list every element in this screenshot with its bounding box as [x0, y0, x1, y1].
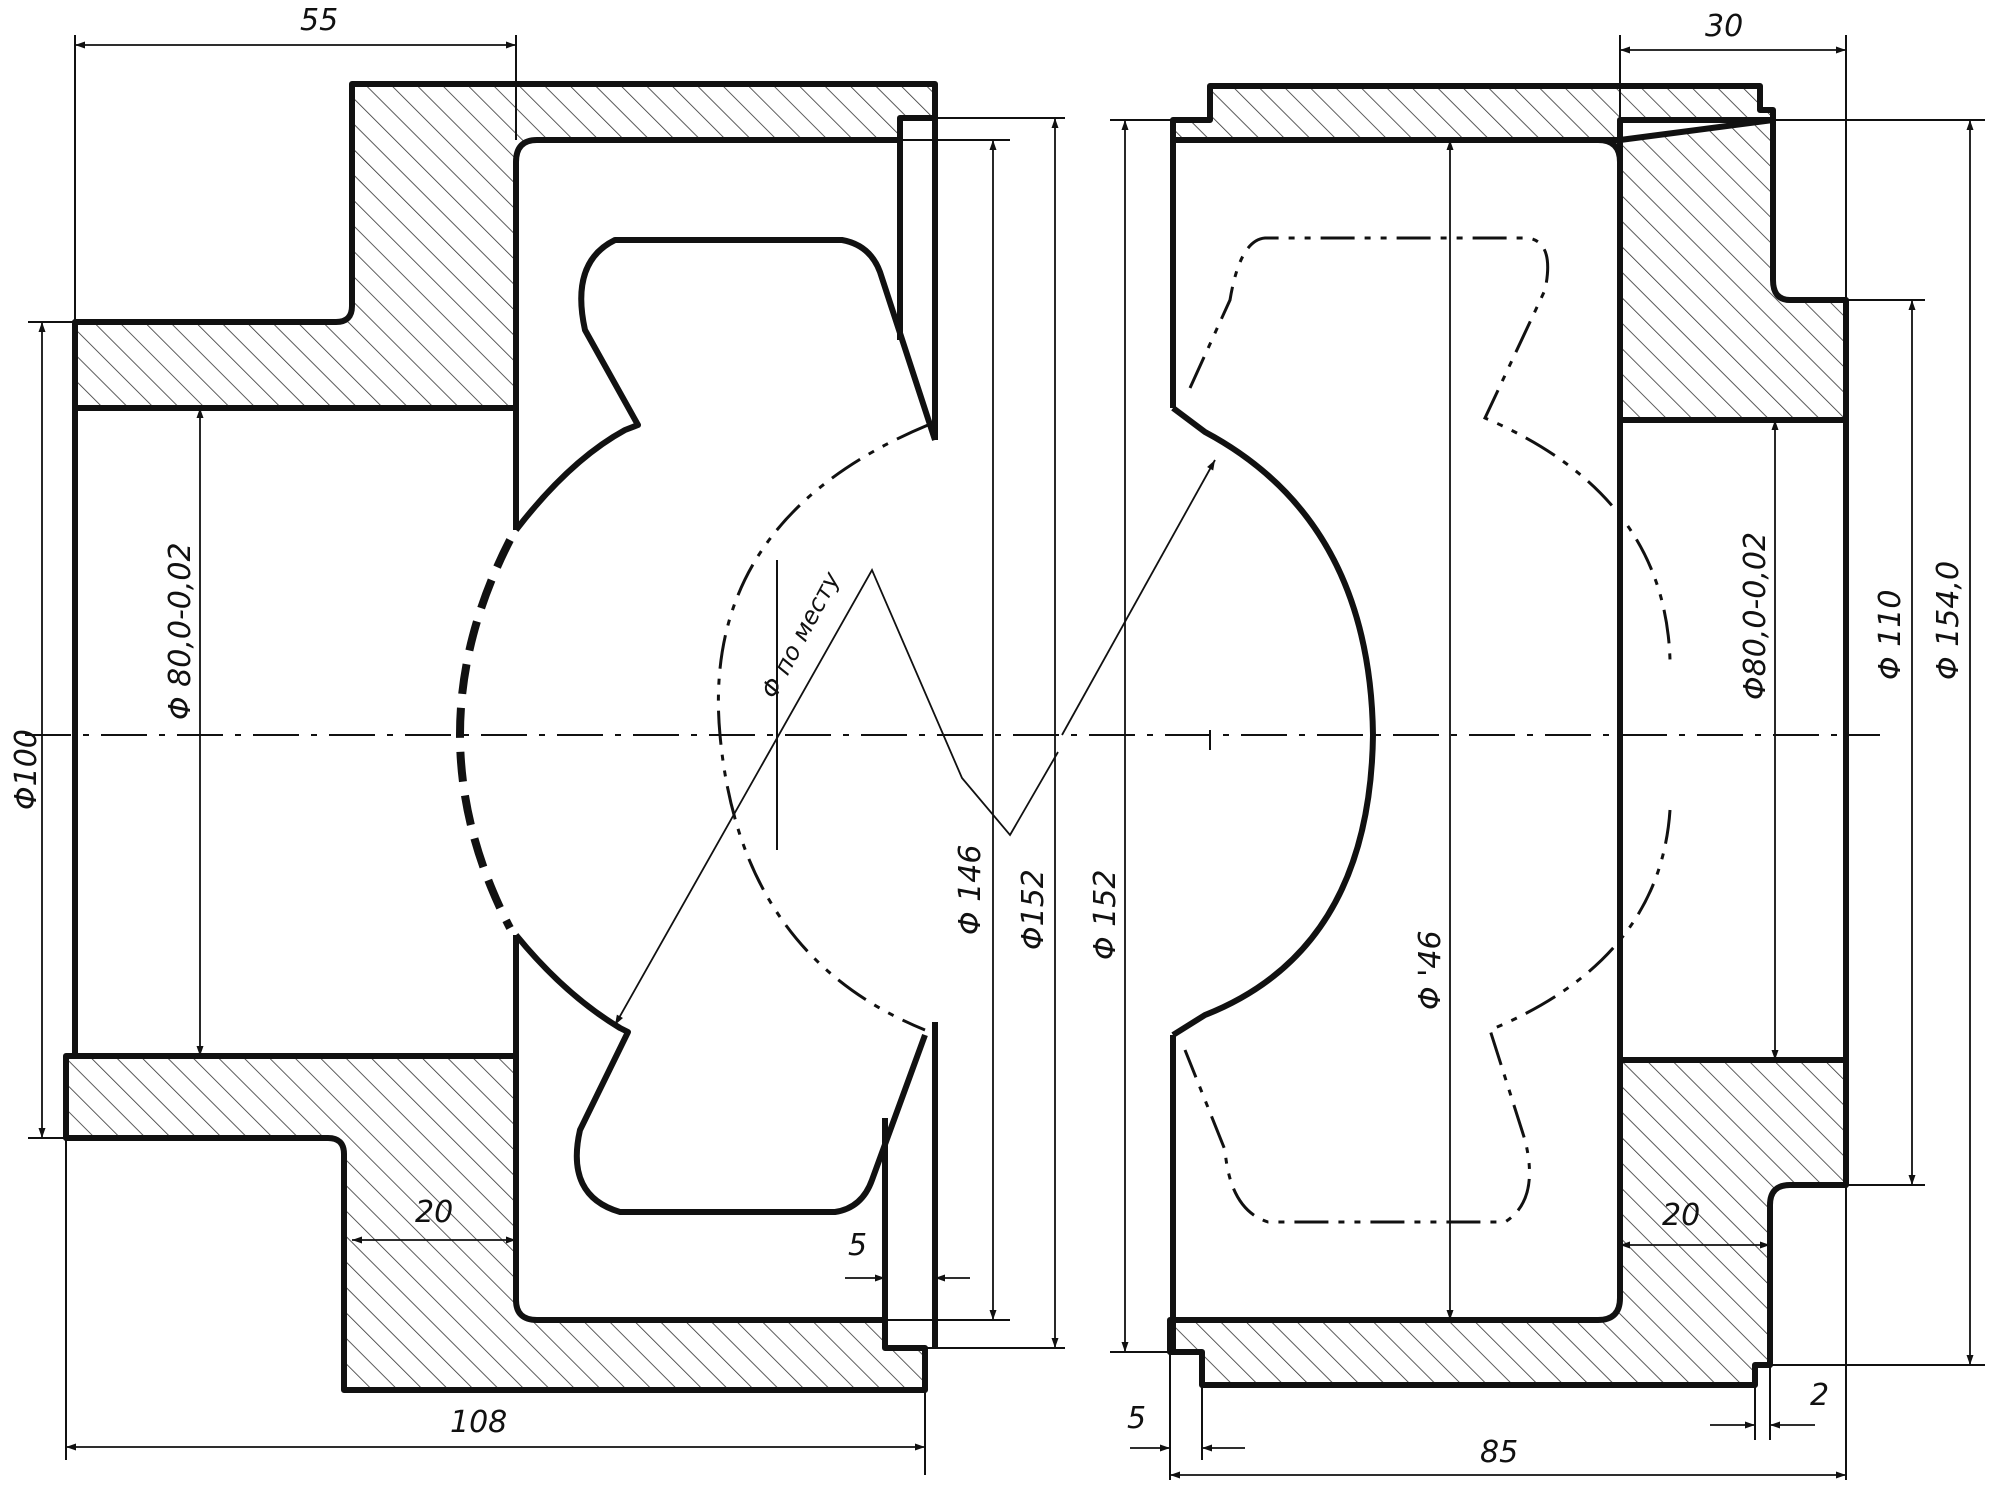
- label-phi80-left: Φ 80,0-0,02: [163, 542, 198, 720]
- left-cavity-profile: [513, 237, 938, 532]
- label-phi100: Φ100: [9, 729, 44, 810]
- label-phi152-b: Φ 152: [1088, 870, 1123, 960]
- label-phi80-right: Φ80,0-0,02: [1738, 532, 1773, 700]
- label-phi152-a: Φ152: [1016, 869, 1051, 950]
- po-mestu-leader: [614, 567, 1059, 1026]
- right-top-flange-section: [1617, 117, 1849, 423]
- label-85: 85: [1480, 1435, 1518, 1470]
- left-top-flange-section: [72, 81, 938, 411]
- label-phi146: Φ 146: [953, 845, 988, 935]
- right-phantom-lower: [1183, 809, 1672, 1224]
- label-phi110: Φ 110: [1873, 590, 1908, 680]
- left-bottom-flange-section: [63, 1053, 928, 1393]
- label-108: 108: [450, 1405, 507, 1440]
- label-2: 2: [1810, 1378, 1829, 1413]
- left-sphere-hidden-arc: [456, 538, 514, 930]
- right-cavity-top: [1173, 137, 1623, 420]
- right-bottom-flange-section: [1167, 1057, 1849, 1388]
- left-part: [63, 81, 1059, 1393]
- label-phi46: Φ '46: [1413, 930, 1448, 1010]
- label-20-left: 20: [415, 1195, 453, 1230]
- label-30: 30: [1705, 9, 1743, 44]
- right-leader: [1061, 459, 1216, 736]
- label-55: 55: [300, 3, 338, 38]
- dimension-lines: [28, 35, 1985, 1480]
- label-po-mestu: Φ по месту: [756, 566, 846, 702]
- label-phi154: Φ 154,0: [1931, 561, 1966, 680]
- left-cavity-profile-lower: [513, 933, 928, 1215]
- label-5-left: 5: [848, 1228, 867, 1263]
- label-20-right: 20: [1662, 1198, 1700, 1233]
- left-ball-phantom: [716, 423, 929, 1032]
- label-5-right: 5: [1127, 1401, 1146, 1436]
- right-sphere-seat: [1171, 405, 1376, 1038]
- right-phantom-upper: [1188, 236, 1672, 661]
